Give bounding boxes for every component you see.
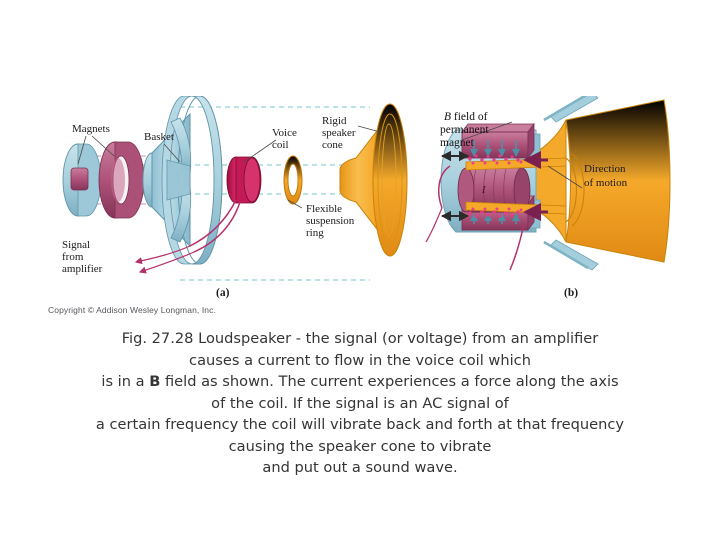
label-flexible-line3: ring [306, 227, 324, 239]
label-flexible-line2: suspension [306, 215, 355, 227]
voice-coil [226, 156, 262, 204]
flexible-suspension-ring [283, 155, 303, 205]
current-region [468, 154, 523, 218]
figure-caption: Fig. 27.28 Loudspeaker - the signal (or … [20, 328, 700, 479]
lead-wires [425, 165, 525, 271]
caption-line-3: is in a B field as shown. The current ex… [20, 371, 700, 393]
label-bfield-line3: magnet [440, 137, 475, 149]
caption-line-3-pre: is in a [101, 373, 150, 390]
caption-line-7: and put out a sound wave. [262, 459, 458, 476]
caption-line-2: causes a current to flow in the voice co… [189, 351, 531, 369]
bfield-line1-rest: field of [451, 111, 488, 123]
panel-a: Magnets Basket Voice coil Rigid speaker … [62, 96, 408, 299]
magnet-back-plate [62, 143, 102, 217]
caption-line-3-post: field as shown. The current experiences … [160, 373, 619, 390]
label-rigid-cone-line1: Rigid [322, 115, 347, 127]
caption-line-1: Fig. 27.28 Loudspeaker - the signal (or … [121, 330, 599, 347]
label-direction-line1: Direction [584, 163, 626, 175]
label-bfield-line1: B field of [444, 111, 488, 123]
speaker-basket [142, 96, 223, 265]
caption-line-4: of the coil. If the signal is an AC sign… [211, 394, 509, 412]
panel-a-label: (a) [216, 287, 230, 299]
panel-b: I [425, 96, 671, 299]
leader-lines-panel-a [77, 125, 381, 209]
label-signal-line3: amplifier [62, 263, 103, 275]
label-magnets: Magnets [72, 123, 110, 135]
rigid-speaker-cone [339, 103, 408, 257]
caption-line-5: a certain frequency the coil will vibrat… [95, 416, 625, 433]
label-voice-coil-line2: coil [272, 139, 289, 151]
caption-b-symbol: B [149, 373, 161, 390]
motion-arrows [441, 150, 469, 222]
label-rigid-cone-line2: speaker [322, 127, 356, 139]
figure-svg: Magnets Basket Voice coil Rigid speaker … [62, 96, 671, 299]
copyright-notice: Copyright © Addison Wesley Longman, Inc. [48, 305, 216, 315]
label-bfield-line2: permanent [440, 124, 489, 136]
basket-struts [543, 96, 599, 271]
loudspeaker-figure: Magnets Basket Voice coil Rigid speaker … [40, 96, 688, 322]
b-field-arrows [469, 140, 521, 224]
force-arrows [523, 151, 548, 221]
label-basket: Basket [144, 131, 174, 143]
label-signal-line2: from [62, 251, 84, 263]
label-current-symbol: I [481, 185, 486, 196]
label-signal-line1: Signal [62, 239, 90, 251]
label-voice-coil-line1: Voice [272, 127, 297, 139]
label-rigid-cone-line3: cone [322, 139, 343, 151]
label-flexible-line1: Flexible [306, 203, 342, 215]
panel-b-label: (b) [564, 287, 578, 299]
signal-wires [134, 199, 241, 274]
label-direction-line2: of motion [584, 177, 628, 189]
caption-line-6: causing the speaker cone to vibrate [228, 437, 492, 455]
magnet-ring [98, 141, 145, 219]
leader-bfield [461, 121, 513, 141]
leader-direction [547, 165, 583, 189]
bfield-italic-b: B [444, 111, 451, 123]
cone-edge-lines [565, 153, 585, 227]
